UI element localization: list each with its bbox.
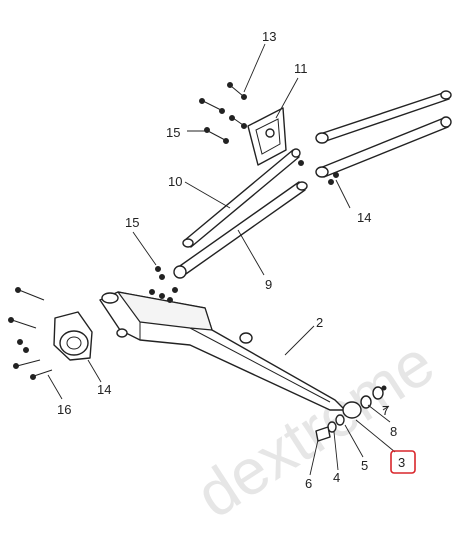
upper-link-rod <box>315 90 452 144</box>
label-5: 5 <box>361 458 368 473</box>
label-2: 2 <box>316 315 323 330</box>
label-13: 13 <box>262 29 276 44</box>
label-3: 3 <box>398 455 405 470</box>
fasteners-cluster-15 <box>149 266 178 303</box>
label-9: 9 <box>265 277 272 292</box>
label-14a: 14 <box>357 210 371 225</box>
label-4: 4 <box>333 470 340 485</box>
label-10: 10 <box>168 174 182 189</box>
leader-lines <box>47 43 396 476</box>
trailing-rod-9 <box>173 181 308 279</box>
bolts-16 <box>8 287 53 380</box>
label-16: 16 <box>57 402 71 417</box>
label-8: 8 <box>390 424 397 439</box>
label-7: 7 <box>382 403 389 418</box>
trailing-arm-2 <box>99 291 346 411</box>
mounting-bracket-11 <box>247 107 287 166</box>
trailing-rod-10 <box>182 148 301 248</box>
highlight-box-3 <box>390 450 416 474</box>
wheel-hub-knuckle <box>53 311 93 361</box>
label-14b: 14 <box>97 382 111 397</box>
label-15b: 15 <box>125 215 139 230</box>
lower-link-rod <box>315 116 452 178</box>
label-15a: 15 <box>166 125 180 140</box>
bushing-stack <box>315 385 387 442</box>
label-6: 6 <box>305 476 312 491</box>
bolts-top <box>199 82 339 185</box>
label-11: 11 <box>294 61 308 76</box>
